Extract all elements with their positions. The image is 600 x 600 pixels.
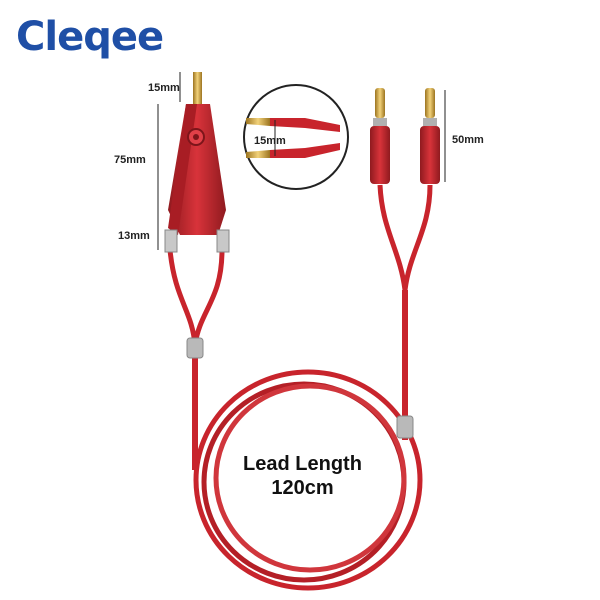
- tweezer-clip: [164, 72, 230, 253]
- cable-coil: [193, 369, 423, 591]
- plug-cable-right: [402, 184, 433, 291]
- dimension-lines: [157, 72, 446, 250]
- lead-length-title: Lead Length: [243, 453, 362, 475]
- plug-cable-left: [377, 184, 408, 291]
- coil-sleeve: [396, 415, 414, 439]
- brand-logo: Cleqee: [16, 14, 164, 60]
- banana-plug-right: [420, 88, 440, 184]
- clip-split-left: [167, 249, 198, 346]
- clip-neck-length-label: 13mm: [118, 230, 150, 242]
- lead-length-caption: Lead Length 120cm: [200, 452, 405, 500]
- jaw-opening-label: 15mm: [254, 135, 286, 147]
- jaw-inset: [243, 84, 349, 190]
- tip-length-label: 15mm: [148, 82, 180, 94]
- banana-plug-left: [370, 88, 390, 184]
- plug-length-label: 50mm: [452, 134, 484, 146]
- lead-length-value: 120cm: [271, 477, 334, 499]
- split-sleeve: [186, 337, 204, 359]
- clip-split-right: [192, 249, 225, 346]
- clip-body-length-label: 75mm: [114, 154, 146, 166]
